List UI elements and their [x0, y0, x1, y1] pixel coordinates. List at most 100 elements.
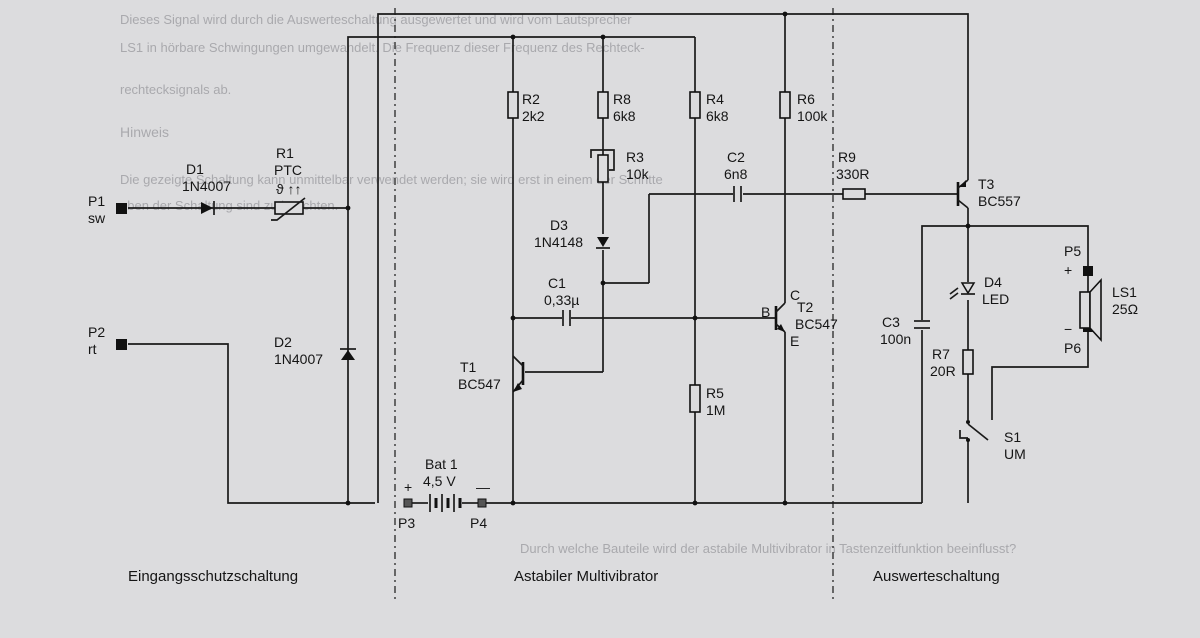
ls1-value: 25Ω [1112, 301, 1138, 317]
resistor-r2 [507, 91, 519, 119]
bg-line-6: eben der Schaltung sind zu beachten. [120, 198, 338, 213]
c1-ref: C1 [548, 275, 566, 291]
r1-value: PTC [274, 162, 302, 178]
ptc-r1 [271, 197, 306, 221]
p6-sign: − [1064, 321, 1072, 337]
t1-value: BC547 [458, 376, 501, 392]
port-p2-name: P2 [88, 324, 105, 340]
resistor-r6 [779, 91, 791, 119]
diode-d2 [340, 348, 356, 360]
bg-line-5: Die gezeigte Schaltung kann unmittelbar … [120, 172, 663, 187]
bg-line-3: rechtecksignals ab. [120, 82, 231, 97]
d4-value: LED [982, 291, 1009, 307]
led-d4 [949, 282, 976, 300]
ls1-ref: LS1 [1112, 284, 1137, 300]
t2-pin-c: C [790, 287, 800, 303]
d3-value: 1N4148 [534, 234, 583, 250]
r6-value: 100k [797, 108, 828, 124]
transistor-t1 [512, 355, 525, 393]
diode-d3 [596, 237, 610, 249]
r6-ref: R6 [797, 91, 815, 107]
c2-value: 6n8 [724, 166, 748, 182]
resistor-r9 [842, 188, 866, 200]
bat1-ref: Bat 1 [425, 456, 458, 472]
bg-line-4: Hinweis [120, 124, 169, 140]
port-p5-terminal [1083, 266, 1093, 276]
r7-ref: R7 [932, 346, 950, 362]
bg-line-7: Durch welche Bauteile wird der astabile … [520, 541, 1016, 556]
t2-pin-b: B [761, 304, 770, 320]
resistor-r5 [689, 384, 701, 413]
battery-bat1 [403, 494, 487, 512]
c2-ref: C2 [727, 149, 745, 165]
r5-ref: R5 [706, 385, 724, 401]
section-evaluation-label: Auswerteschaltung [873, 568, 1000, 585]
r9-ref: R9 [838, 149, 856, 165]
d4-ref: D4 [984, 274, 1002, 290]
r2-value: 2k2 [522, 108, 545, 124]
c3-value: 100n [880, 331, 911, 347]
c3-ref: C3 [882, 314, 900, 330]
switch-s1 [959, 420, 989, 442]
d1-value: 1N4007 [182, 178, 231, 194]
s1-value: UM [1004, 446, 1026, 462]
d1-ref: D1 [186, 161, 204, 177]
t2-value: BC547 [795, 316, 838, 332]
d3-ref: D3 [550, 217, 568, 233]
r1-ref: R1 [276, 145, 294, 161]
bg-line-1: Dieses Signal wird durch die Auswertesch… [120, 12, 632, 27]
r3-value: 10k [626, 166, 650, 182]
r8-ref: R8 [613, 91, 631, 107]
r4-value: 6k8 [706, 108, 729, 124]
capacitor-c1 [562, 310, 571, 326]
p5-sign: + [1064, 262, 1072, 278]
r8-value: 6k8 [613, 108, 636, 124]
section-input-label: Eingangsschutzschaltung [128, 568, 298, 585]
capacitor-c3 [914, 320, 930, 329]
c1-value: 0,33µ [544, 292, 579, 308]
transistor-t3 [956, 179, 969, 209]
junction-dots [345, 11, 971, 506]
resistor-r4 [689, 91, 701, 119]
section-multivibrator-label: Astabiler Multivibrator [514, 568, 658, 585]
r4-ref: R4 [706, 91, 724, 107]
port-p1-name: P1 [88, 193, 105, 209]
d2-ref: D2 [274, 334, 292, 350]
port-p1-color: sw [88, 210, 106, 226]
transistor-t2 [774, 302, 786, 333]
t3-value: BC557 [978, 193, 1021, 209]
p4-sign: — [476, 479, 490, 495]
t2-ref: T2 [797, 299, 814, 315]
capacitor-c2 [733, 186, 742, 202]
s1-ref: S1 [1004, 429, 1021, 445]
t2-pin-e: E [790, 333, 799, 349]
p3-name: P3 [398, 515, 415, 531]
r5-value: 1M [706, 402, 725, 418]
t1-ref: T1 [460, 359, 477, 375]
r9-value: 330R [836, 166, 869, 182]
r7-value: 20R [930, 363, 956, 379]
resistor-r7 [962, 349, 974, 375]
r1-symbol: ϑ ↑↑ [276, 181, 302, 197]
diode-d1 [201, 201, 215, 215]
bat1-value: 4,5 V [423, 473, 456, 489]
d2-value: 1N4007 [274, 351, 323, 367]
potentiometer-r3 [590, 149, 615, 183]
resistor-r8 [597, 91, 609, 119]
port-p1-terminal [116, 203, 127, 214]
port-p2-terminal [116, 339, 127, 350]
port-p2-color: rt [88, 341, 97, 357]
p5-name: P5 [1064, 243, 1081, 259]
r2-ref: R2 [522, 91, 540, 107]
background-page-text: Dieses Signal wird durch die Auswertesch… [120, 12, 1016, 556]
r3-ref: R3 [626, 149, 644, 165]
p3-sign: + [404, 479, 412, 495]
t3-ref: T3 [978, 176, 995, 192]
p6-name: P6 [1064, 340, 1081, 356]
p4-name: P4 [470, 515, 487, 531]
wires [128, 13, 1089, 504]
speaker-ls1 [1079, 277, 1102, 343]
bg-line-2: LS1 in hörbare Schwingungen umgewandelt.… [120, 40, 645, 55]
